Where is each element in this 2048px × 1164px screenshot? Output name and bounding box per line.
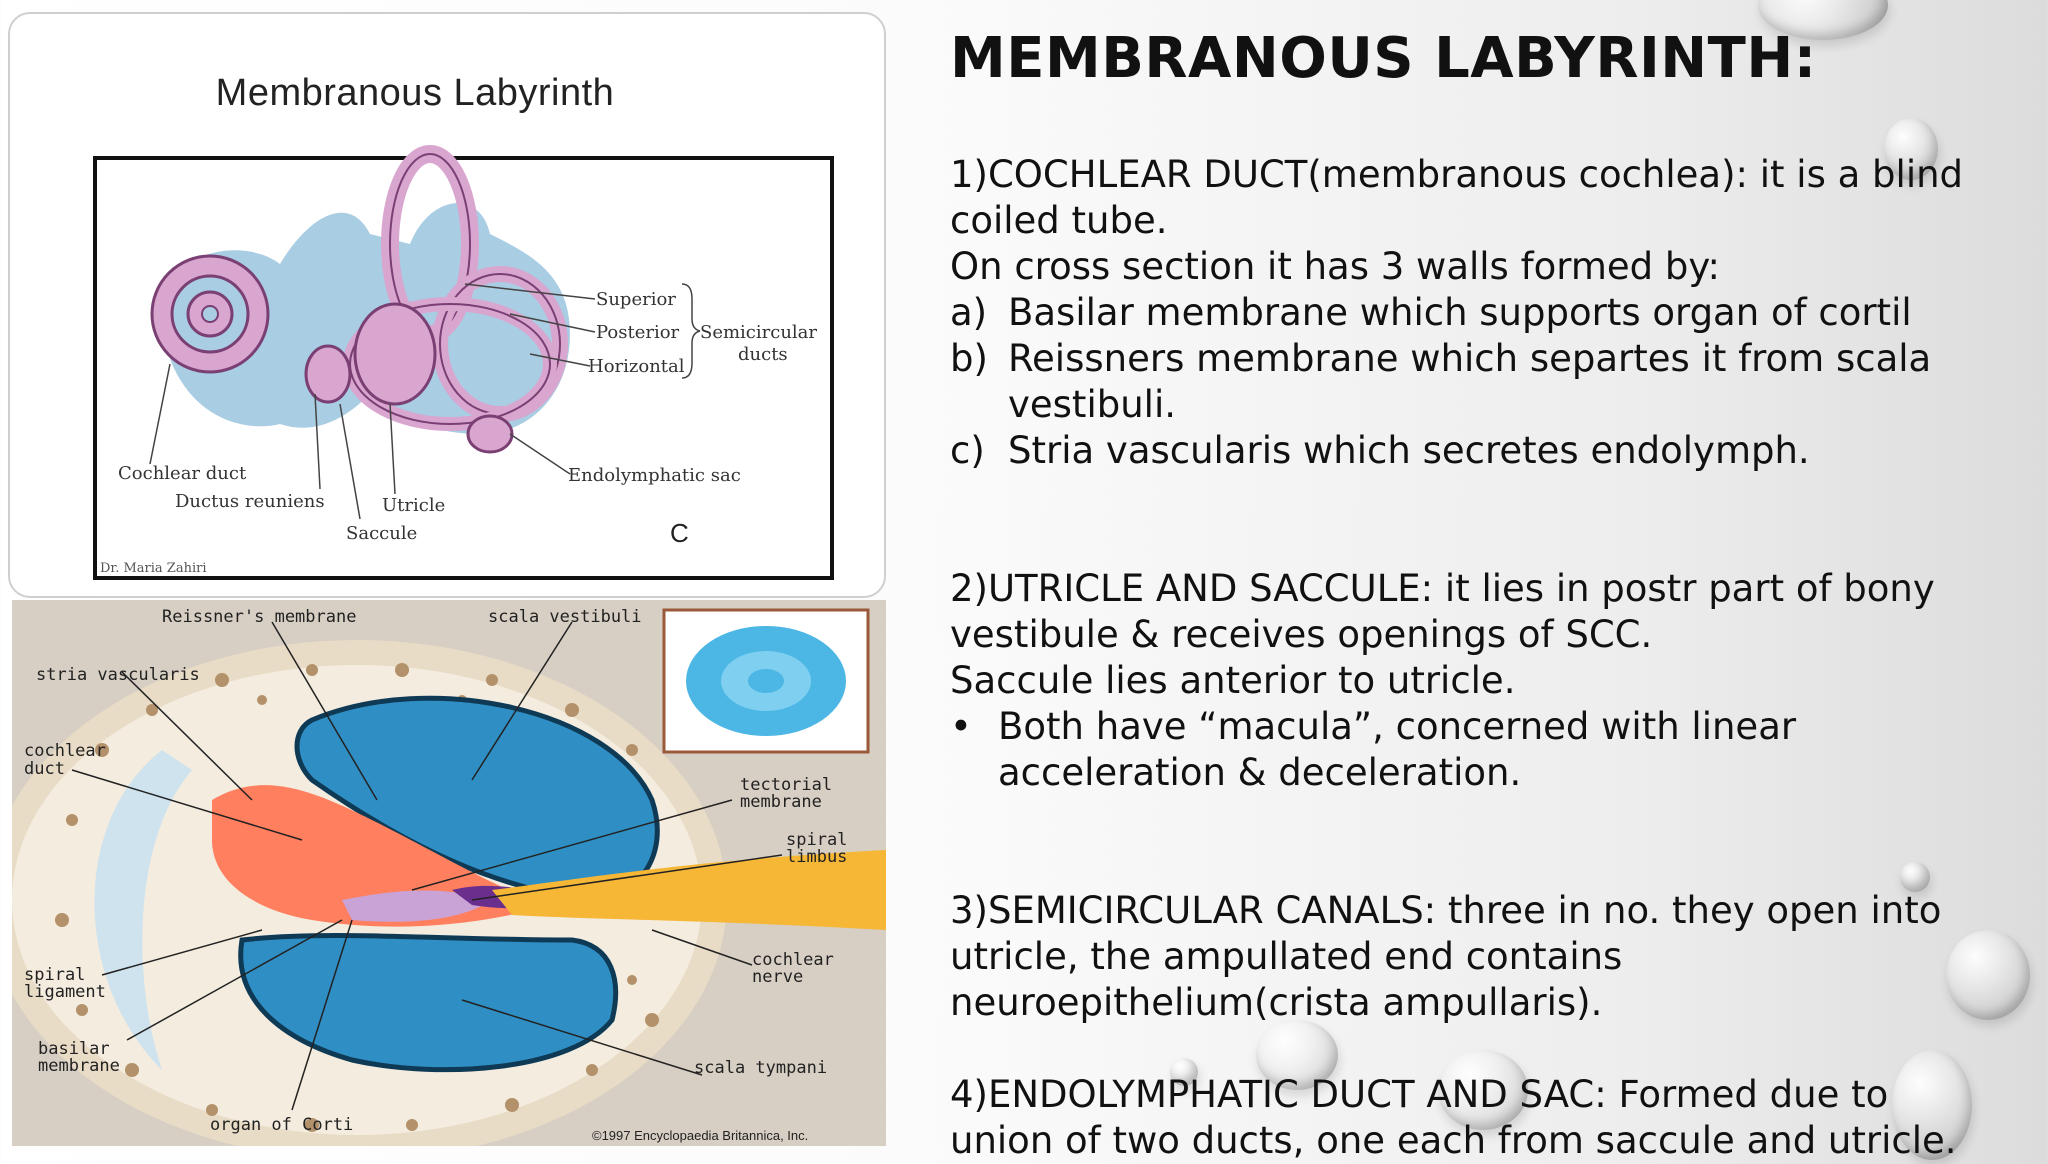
cochlea-diagram: Reissner's membrane scala vestibuli stri… [12,607,886,1146]
water-drop-decoration [1170,1058,1198,1086]
list-item-text: Both have “macula”, concerned with linea… [998,705,1797,748]
label-utricle: Utricle [382,495,445,516]
cochlea-cross-section-image: Reissner's membrane scala vestibuli stri… [12,600,886,1146]
s4-line-2: union of two ducts, one each from saccul… [950,1119,1957,1162]
label-panel-letter: C [670,518,689,548]
label-spiral-limbus-1: spiral [786,830,847,850]
label-saccule: Saccule [346,523,417,544]
membranous-labyrinth-image: Membranous Labyrinth [8,12,886,598]
water-drop-decoration [1438,1050,1528,1130]
label-scala-tympani: scala tympani [694,1058,827,1078]
cochlear-nerve-shape [492,850,886,930]
label-tectorial-1: tectorial [740,775,832,795]
label-cochlear-nerve-2: nerve [752,967,803,987]
label-spiral-ligament-2: ligament [24,982,106,1002]
label-basilar-2: membrane [38,1056,120,1076]
water-drop-decoration [1892,1050,1972,1160]
s1-line-1: 1)COCHLEAR DUCT(membranous cochlea): it … [950,153,1964,196]
utricle-shape [353,302,437,406]
endolymphatic-sac-shape [466,414,514,454]
section-cochlear-duct: 1)COCHLEAR DUCT(membranous cochlea): it … [950,152,2010,474]
label-semicircular: Semicircular [700,322,817,343]
label-superior: Superior [596,289,676,310]
label-cochlear-duct-1: cochlear [24,741,106,761]
water-drop-decoration [1884,118,1938,180]
list-item: b) Reissners membrane which separtes it … [950,336,2010,428]
water-drop-decoration [1946,930,2030,1020]
s3-line-3: neuroepithelium(crista ampullaris). [950,981,1603,1024]
label-endolymphatic-sac: Endolymphatic sac [568,465,741,486]
labyrinth-diagram: Superior Posterior Horizontal Semicircul… [93,145,834,580]
list-item-text-continued: acceleration & deceleration. [998,751,1522,794]
label-organ-of-corti: organ of Corti [210,1115,353,1135]
walls-list: a) Basilar membrane which supports organ… [950,290,2010,474]
organ-of-corti-shape [342,890,492,922]
list-item: a) Basilar membrane which supports organ… [950,290,2010,336]
s2-line-2: vestibule & receives openings of SCC. [950,613,1653,656]
list-item: c) Stria vascularis which secretes endol… [950,428,2010,474]
label-ductus-reuniens: Ductus reuniens [175,491,325,512]
label-copyright: ©1997 Encyclopaedia Britannica, Inc. [592,1128,808,1143]
section-endolymphatic-duct: 4)ENDOLYMPHATIC DUCT AND SAC: Formed due… [950,1072,2010,1164]
label-reissners-membrane: Reissner's membrane [162,607,356,627]
label-posterior: Posterior [596,322,680,343]
label-tectorial-2: membrane [740,792,822,812]
label-scala-vestibuli: scala vestibuli [488,607,642,627]
label-stria-vascularis: stria vascularis [36,665,200,685]
label-cochlear-duct-2: duct [24,759,65,779]
s4-line-1: 4)ENDOLYMPHATIC DUCT AND SAC: Formed due… [950,1073,1889,1116]
label-cochlear-nerve-1: cochlear [752,950,834,970]
water-drop-decoration [1256,1020,1338,1090]
slide-heading: MEMBRANOUS LABYRINTH: [950,26,1817,91]
label-credit: Dr. Maria Zahiri [100,561,206,576]
label-ducts: ducts [738,344,788,365]
label-basilar-1: basilar [38,1039,110,1059]
s3-line-2: utricle, the ampullated end contains [950,935,1623,978]
diagram-title: Membranous Labyrinth [215,72,615,114]
list-marker: b) [950,337,988,380]
bullet-marker: • [950,705,972,748]
list-item-text: Basilar membrane which supports organ of… [1008,291,1912,334]
label-cochlear-duct: Cochlear duct [118,463,247,484]
water-drop-decoration [1900,862,1930,892]
section-semicircular-canals: 3)SEMICIRCULAR CANALS: three in no. they… [950,888,2010,1026]
list-item-text: Reissners membrane which separtes it fro… [1008,337,1932,380]
list-item-text: Stria vascularis which secretes endolymp… [1008,429,1810,472]
s1-line-2: coiled tube. [950,199,1168,242]
label-spiral-limbus-2: limbus [786,847,847,867]
list-item-text-continued: vestibuli. [1008,383,1176,426]
scala-tympani-shape [238,933,619,1073]
spiral-ligament-shape [94,750,192,1070]
label-spiral-ligament-1: spiral [24,965,85,985]
cochlear-duct-shape [212,785,532,927]
text-column: MEMBRANOUS LABYRINTH: 1)COCHLEAR DUCT(me… [950,20,2010,1164]
list-item: • Both have “macula”, concerned with lin… [950,704,2010,796]
section-utricle-saccule: 2)UTRICLE AND SACCULE: it lies in postr … [950,566,2010,796]
s2-line-1: 2)UTRICLE AND SACCULE: it lies in postr … [950,567,1935,610]
list-marker: c) [950,429,985,472]
saccule-shape [304,344,352,404]
list-marker: a) [950,291,988,334]
macula-list: • Both have “macula”, concerned with lin… [950,704,2010,796]
label-horizontal: Horizontal [588,356,685,377]
s3-line-1: 3)SEMICIRCULAR CANALS: three in no. they… [950,889,1942,932]
s2-line-3: Saccule lies anterior to utricle. [950,659,1516,702]
s1-line-3: On cross section it has 3 walls formed b… [950,245,1721,288]
